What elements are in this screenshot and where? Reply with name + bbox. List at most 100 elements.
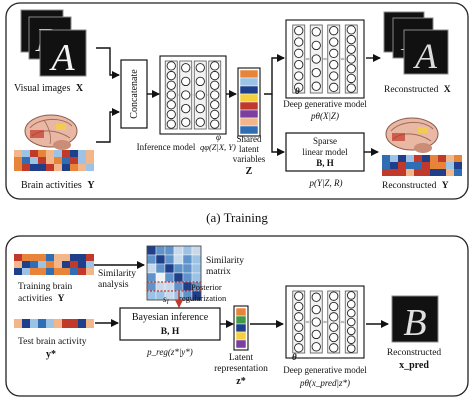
grid-cell	[390, 169, 398, 176]
training-brain-line2: activities Y	[18, 294, 65, 304]
similarity-matrix-heatmap	[146, 245, 202, 301]
latent-cell	[239, 125, 259, 135]
generative-param-test: θ	[292, 352, 297, 362]
similarity-analysis-line1: Similarity	[98, 269, 136, 279]
grid-cell	[62, 157, 70, 164]
network-node	[294, 301, 304, 312]
network-node	[329, 71, 339, 81]
grid-cell	[422, 155, 430, 162]
reconstructed-test-label: Reconstructed	[387, 348, 442, 358]
reconstructed-image-test	[391, 295, 439, 343]
matrix-cell	[155, 272, 166, 283]
network-node	[346, 300, 356, 309]
network-node	[294, 343, 304, 353]
network-node	[346, 83, 356, 93]
deep-generative-label: Deep generative model	[283, 99, 367, 109]
arrow-latent-to-generative	[264, 54, 285, 95]
grid-cell	[38, 254, 46, 261]
grid-cell	[86, 319, 94, 328]
grid-cell	[70, 164, 78, 171]
network-node	[346, 44, 356, 54]
latent-cell	[235, 331, 247, 341]
matrix-cell	[191, 245, 202, 256]
grid-cell	[406, 162, 414, 169]
network-node	[346, 317, 356, 327]
arrow-brain-to-concat	[96, 108, 120, 143]
grid-cell	[422, 162, 430, 169]
digit-glyph-a: A	[48, 37, 75, 79]
grid-cell	[70, 261, 78, 268]
grid-cell	[46, 261, 54, 268]
grid-cell	[414, 169, 422, 176]
matrix-cell	[191, 272, 202, 283]
network-node	[195, 103, 205, 114]
deep-generative-formula-test: pθ(x_pred|z*)	[299, 378, 350, 388]
grid-cell	[30, 268, 38, 275]
latent-cell	[239, 109, 259, 119]
grid-cell	[62, 254, 70, 261]
grid-cell	[406, 155, 414, 162]
grid-cell	[30, 164, 38, 171]
network-node	[195, 90, 205, 100]
network-node	[166, 70, 176, 81]
grid-cell	[62, 261, 70, 268]
grid-cell	[398, 162, 406, 169]
grid-cell	[30, 150, 38, 157]
latent-cell	[235, 323, 247, 333]
network-node	[311, 304, 321, 315]
network-node	[311, 292, 321, 302]
grid-cell	[14, 319, 22, 328]
grid-cell	[406, 169, 414, 176]
similarity-matrix-line2: matrix	[206, 267, 231, 277]
grid-cell	[70, 157, 78, 164]
network-node	[166, 80, 176, 90]
grid-cell	[54, 150, 62, 157]
network-node	[294, 291, 304, 301]
bayesian-label: Bayesian inference	[132, 312, 209, 323]
inference-param: φ	[216, 132, 221, 142]
matrix-cell	[155, 281, 166, 292]
grid-cell	[46, 157, 54, 164]
network-node	[346, 344, 356, 353]
grid-cell	[22, 319, 30, 328]
reconstructed-images-stack: D A	[383, 11, 449, 76]
grid-cell	[46, 254, 54, 261]
network-node	[210, 109, 220, 120]
arrow-latent-to-sparse	[271, 94, 285, 156]
grid-cell	[78, 157, 86, 164]
matrix-cell	[146, 254, 157, 265]
visual-images-label: Visual images X	[14, 83, 84, 94]
deep-generative-network	[285, 19, 365, 99]
network-node	[210, 61, 220, 71]
network-node	[294, 37, 304, 47]
testing-panel	[5, 235, 469, 397]
grid-cell	[38, 319, 46, 328]
network-node	[329, 322, 339, 332]
grid-cell	[78, 254, 86, 261]
grid-cell	[46, 319, 54, 328]
network-node	[195, 117, 205, 127]
grid-cell	[382, 169, 390, 176]
grid-cell	[22, 157, 30, 164]
inference-model-formula: qφ(Z|X, Y)	[200, 142, 236, 152]
grid-cell	[414, 162, 422, 169]
latent-cell	[239, 77, 259, 87]
latent-cell	[239, 69, 259, 79]
grid-cell	[30, 157, 38, 164]
latent-rep-line2: representation	[214, 364, 268, 374]
network-node	[329, 312, 339, 322]
matrix-cell	[164, 281, 175, 292]
grid-cell	[14, 150, 22, 157]
matrix-cell	[173, 254, 184, 265]
training-brain-grid	[14, 254, 94, 275]
network-node	[294, 82, 304, 92]
grid-cell	[54, 268, 62, 275]
grid-cell	[38, 164, 46, 171]
grid-cell	[22, 164, 30, 171]
grid-cell	[22, 254, 30, 261]
matrix-cell	[155, 245, 166, 256]
network-node	[181, 117, 191, 127]
grid-cell	[390, 155, 398, 162]
network-node	[329, 26, 339, 36]
